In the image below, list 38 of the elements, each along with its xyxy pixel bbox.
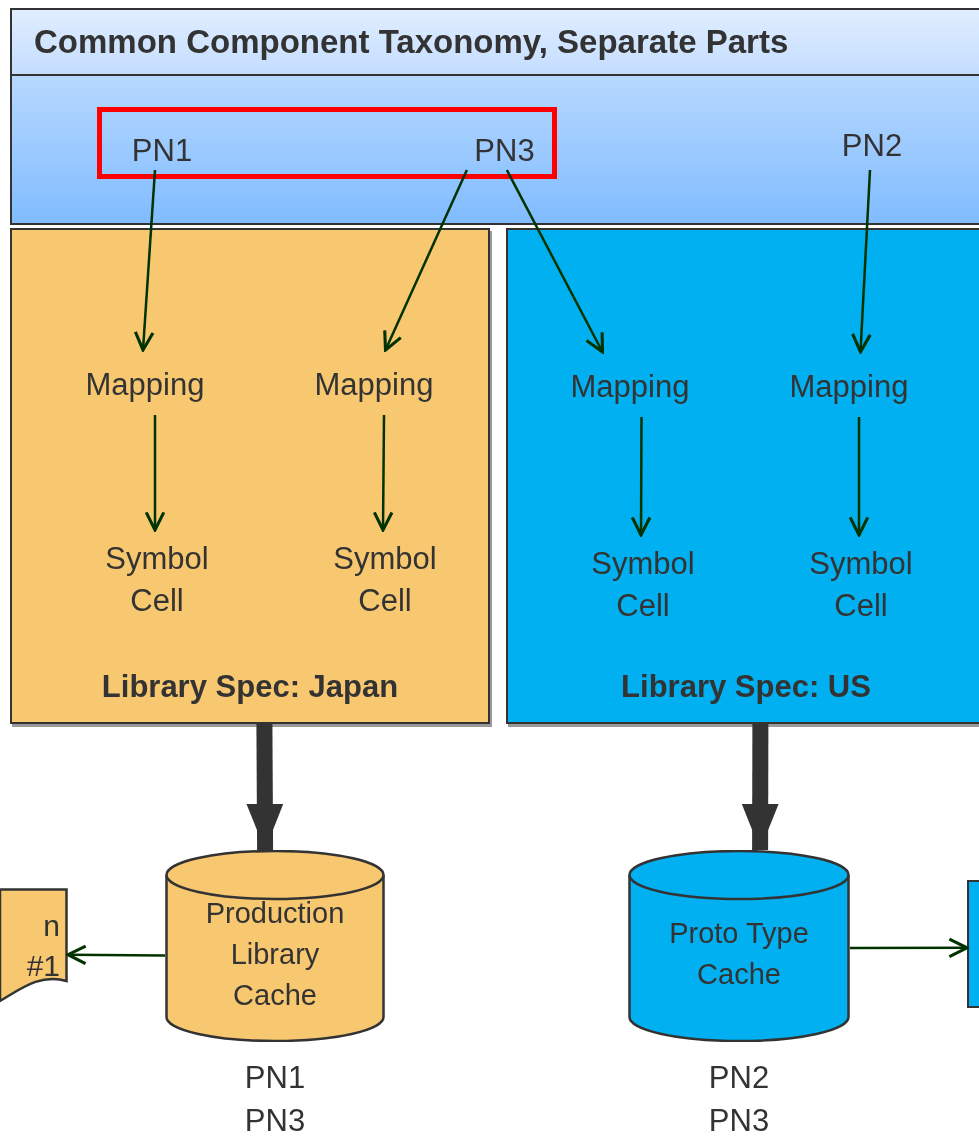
block-arrow — [741, 723, 779, 851]
arrow — [383, 169, 469, 352]
arrow — [372, 415, 394, 532]
highlight-frame — [97, 107, 557, 179]
node-label: PN1 — [117, 125, 207, 177]
arrow — [66, 944, 165, 966]
arrow — [630, 417, 652, 537]
node-label: Mapping — [555, 354, 705, 419]
node-label: Symbol Cell — [315, 532, 455, 627]
beside-label: PN2 — [707, 1059, 771, 1097]
arrow — [848, 417, 870, 537]
node-label: PN2 — [827, 120, 917, 172]
node-label: PN3 — [462, 125, 547, 177]
storage-box — [967, 880, 979, 1008]
library-panel — [10, 228, 490, 724]
panel-heading: Library Spec: Japan — [101, 667, 399, 706]
cylinder-label: Production Library Cache — [204, 895, 346, 1013]
beside-label: PN3 — [707, 1102, 771, 1137]
taxonomy-band — [10, 8, 979, 225]
node-label: Symbol Cell — [573, 537, 713, 632]
beside-label: PN1 — [243, 1059, 307, 1097]
arrow — [133, 169, 157, 352]
node-label: Mapping — [774, 354, 924, 419]
library-panel — [506, 228, 979, 724]
document-label: n #1 — [25, 908, 60, 984]
node-label: Symbol Cell — [87, 532, 227, 627]
panel-heading: Library Spec: US — [621, 667, 871, 706]
arrow — [850, 937, 969, 959]
arrow — [505, 169, 605, 354]
beside-label: PN3 — [243, 1102, 307, 1137]
node-label: Symbol Cell — [791, 537, 931, 632]
block-arrow — [246, 723, 284, 851]
cylinder-label: Proto Type Cache — [668, 916, 810, 992]
band-heading: Common Component Taxonomy, Separate Parts — [34, 22, 789, 63]
node-label: Mapping — [299, 352, 449, 417]
node-label: Mapping — [70, 352, 220, 417]
arrow — [851, 169, 872, 354]
arrow — [144, 415, 166, 532]
